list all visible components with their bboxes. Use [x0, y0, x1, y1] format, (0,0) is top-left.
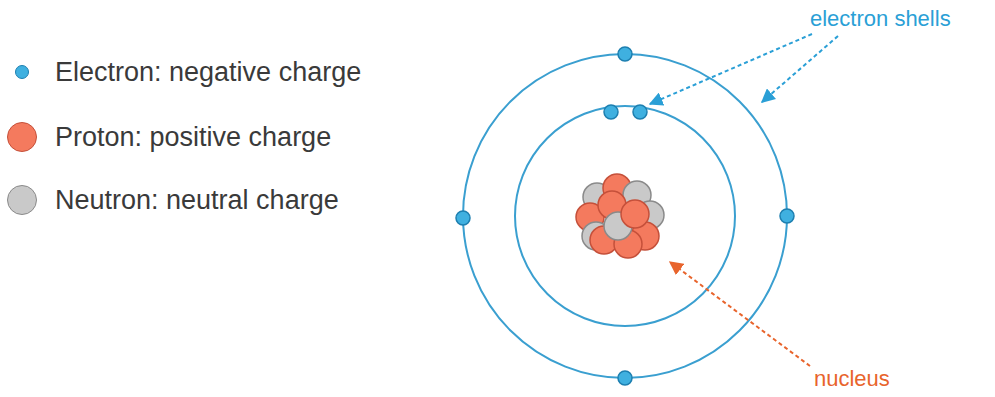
legend-entry: Neutron: neutral charge — [0, 180, 420, 220]
legend-text: Neutron: neutral charge — [55, 185, 339, 216]
legend-text: Proton: positive charge — [55, 122, 331, 153]
legend-swatch — [15, 65, 29, 79]
electrons — [456, 47, 794, 385]
callout-label: nucleus — [814, 366, 890, 392]
legend-entry: Proton: positive charge — [0, 117, 420, 157]
legend-swatch — [7, 185, 37, 215]
legend-swatch — [7, 122, 37, 152]
leader-lines — [650, 34, 838, 366]
legend-entry: Electron: negative charge — [0, 52, 420, 92]
callout-label: electron shells — [810, 6, 951, 32]
legend-text: Electron: negative charge — [55, 57, 361, 88]
nucleus-particles — [576, 174, 664, 258]
electron-shells — [463, 54, 787, 378]
